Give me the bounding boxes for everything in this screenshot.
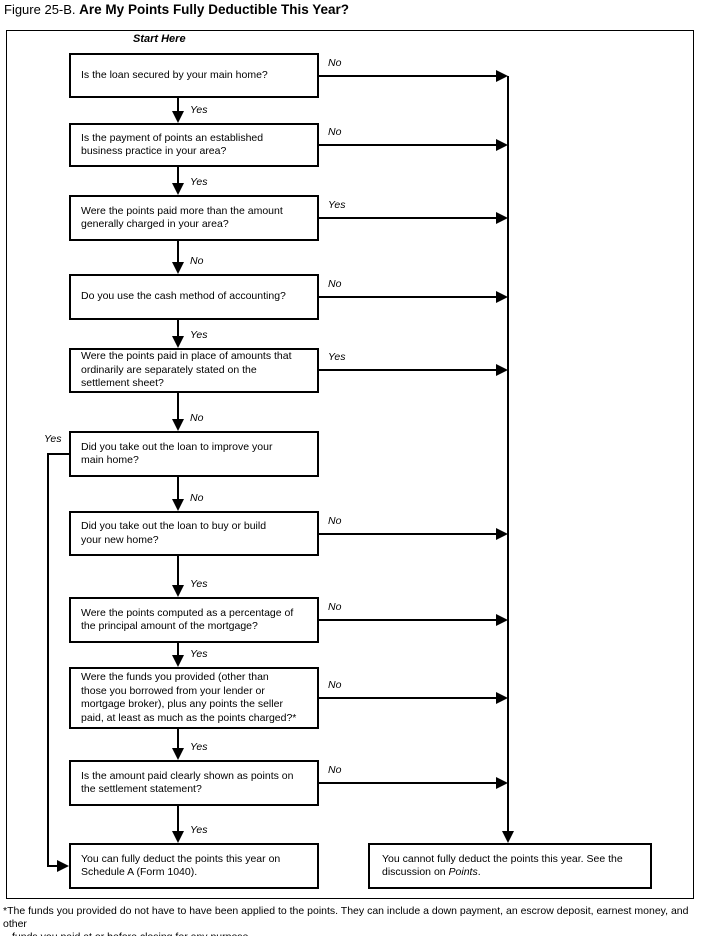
edge-label-q8-exit: No (328, 601, 342, 613)
edge-label-q3-exit: Yes (328, 199, 346, 211)
edge-label-q8-down: Yes (190, 648, 208, 660)
edge-label-q6-exit: Yes (44, 433, 62, 445)
question-points-more-than-charged-text: Were the points paid more than the amoun… (81, 204, 283, 231)
edge-label-q9-exit: No (328, 679, 342, 691)
result-cannot-deduct-text: You cannot fully deduct the points this … (370, 853, 626, 880)
edge-label-q9-down: Yes (190, 741, 208, 753)
question-shown-as-points: Is the amount paid clearly shown as poin… (69, 760, 319, 806)
flowchart-border (6, 30, 694, 899)
edge-label-q5-exit: Yes (328, 351, 346, 363)
footnote-line1: *The funds you provided do not have to h… (3, 905, 689, 930)
question-points-more-than-charged: Were the points paid more than the amoun… (69, 195, 319, 241)
result-cannot-deduct-points-ref: Points (448, 866, 478, 878)
question-loan-secured-text: Is the loan secured by your main home? (81, 68, 268, 81)
question-percentage-of-principal: Were the points computed as a percentage… (69, 597, 319, 643)
question-shown-as-points-text: Is the amount paid clearly shown as poin… (81, 769, 294, 796)
figure-title-text: Are My Points Fully Deductible This Year… (79, 2, 349, 17)
footnote: *The funds you provided do not have to h… (3, 905, 701, 936)
result-cannot-deduct-line2-suffix: . (477, 866, 481, 878)
edge-label-q7-exit: No (328, 515, 342, 527)
question-percentage-of-principal-text: Were the points computed as a percentage… (81, 606, 294, 633)
question-buy-or-build-text: Did you take out the loan to buy or buil… (81, 520, 267, 546)
edge-label-q10-down: Yes (190, 824, 208, 836)
question-funds-provided-text: Were the funds you provided (other than … (81, 671, 297, 724)
figure-title: Figure 25-B. Are My Points Fully Deducti… (4, 2, 349, 17)
footnote-line2: funds you paid at or before closing for … (12, 931, 701, 936)
edge-label-q5-down: No (190, 412, 204, 424)
edge-label-q3-down: No (190, 255, 204, 267)
question-established-practice-text: Is the payment of points an established … (81, 131, 264, 158)
edge-label-q2-exit: No (328, 126, 342, 138)
question-buy-or-build: Did you take out the loan to buy or buil… (69, 511, 319, 556)
question-funds-provided: Were the funds you provided (other than … (69, 667, 319, 729)
edge-label-q7-down: Yes (190, 578, 208, 590)
edge-label-q2-down: Yes (190, 176, 208, 188)
edge-label-q4-exit: No (328, 278, 342, 290)
result-box-fully-deduct: You can fully deduct the points this yea… (69, 843, 319, 889)
question-improve-home: Did you take out the loan to improve you… (69, 431, 319, 477)
question-paid-in-place: Were the points paid in place of amounts… (69, 348, 319, 393)
question-cash-method-text: Do you use the cash method of accounting… (81, 290, 286, 303)
edge-label-q6-down: No (190, 492, 204, 504)
question-paid-in-place-text: Were the points paid in place of amounts… (81, 350, 292, 390)
question-established-practice: Is the payment of points an established … (69, 123, 319, 167)
edge-label-q1-exit: No (328, 57, 342, 69)
question-improve-home-text: Did you take out the loan to improve you… (81, 440, 273, 467)
edge-label-q1-down: Yes (190, 104, 208, 116)
question-loan-secured: Is the loan secured by your main home? (69, 53, 319, 98)
result-box-cannot-deduct: You cannot fully deduct the points this … (368, 843, 652, 889)
figure-number-label: Figure 25-B. (4, 2, 76, 17)
question-cash-method: Do you use the cash method of accounting… (69, 274, 319, 320)
edge-label-q4-down: Yes (190, 329, 208, 341)
start-here-label: Start Here (133, 33, 186, 45)
result-cannot-deduct-line2-prefix: discussion on (382, 866, 449, 878)
result-cannot-deduct-line1: You cannot fully deduct the points this … (382, 852, 623, 865)
edge-label-q10-exit: No (328, 764, 342, 776)
result-fully-deduct-text: You can fully deduct the points this yea… (81, 852, 281, 879)
